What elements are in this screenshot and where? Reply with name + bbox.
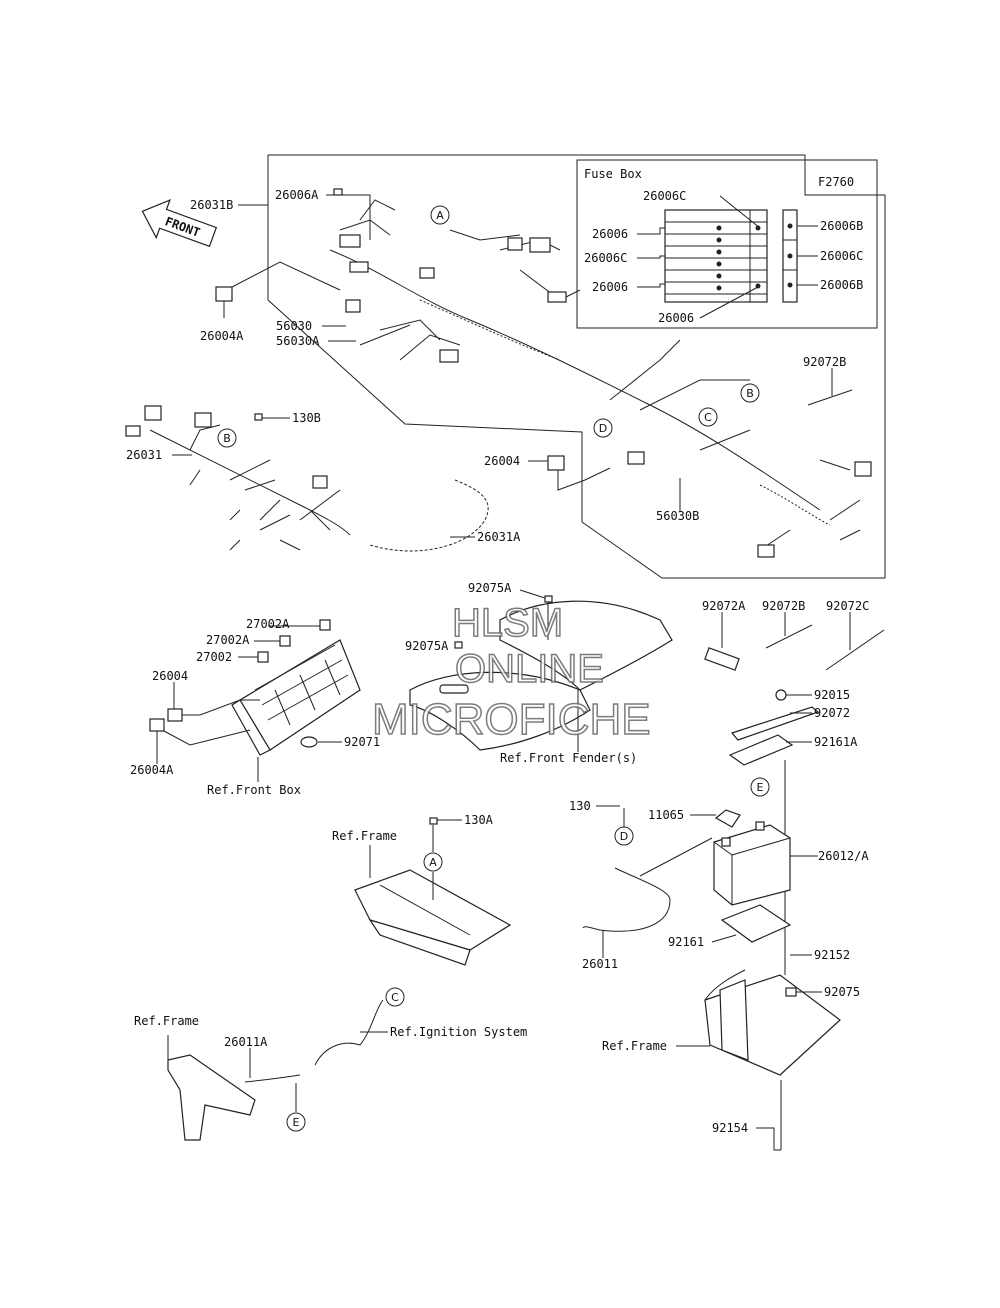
label-130B: 130B [292, 411, 321, 425]
ref-front-box: Ref.Front Box [207, 783, 301, 797]
label-92152: 92152 [814, 948, 850, 962]
label-26006A: 26006A [275, 188, 319, 202]
fuse-label-26006C-right: 26006C [820, 249, 863, 263]
label-26012A: 26012/A [818, 849, 869, 863]
label-26011A: 26011A [224, 1035, 268, 1049]
label-92072B-top: 92072B [803, 355, 846, 369]
harness-boundary [267, 154, 886, 579]
label-92071: 92071 [344, 735, 380, 749]
svg-text:D: D [599, 422, 607, 435]
label-92072B: 92072B [762, 599, 805, 613]
label-27002A-1: 27002A [246, 617, 290, 631]
callout-B-right: B [740, 383, 760, 403]
fuse-box-inset: Fuse Box 26006C 26006 26 [576, 159, 878, 329]
label-92072C: 92072C [826, 599, 869, 613]
ref-frame-left: Ref.Frame [134, 1014, 199, 1028]
battery-tray-frame: 92075 Ref.Frame 92154 [602, 969, 860, 1151]
sub-harness-26031: 26031 130B [125, 405, 351, 551]
fuse-label-26006C-top: 26006C [643, 189, 686, 203]
label-92161A: 92161A [814, 735, 858, 749]
label-92075: 92075 [824, 985, 860, 999]
callout-A-bottom: A [423, 852, 443, 872]
svg-text:E: E [293, 1116, 300, 1129]
label-92072A: 92072A [702, 599, 746, 613]
top-harness-labels: 26031B 26006A 26004A 56030 56030A [190, 188, 371, 348]
figure-code: F2760 [818, 175, 854, 189]
callout-E-top: E [750, 777, 770, 797]
battery-assembly: 92015 92072 92161A 26012/A 11065 92161 9… [648, 688, 869, 975]
label-27002: 27002 [196, 650, 232, 664]
fuse-label-26006B-bottom: 26006B [820, 278, 863, 292]
label-92075A-2: 92075A [405, 639, 449, 653]
label-56030B: 56030B [656, 509, 699, 523]
label-26004A-top: 26004A [200, 329, 244, 343]
label-26011: 26011 [582, 957, 618, 971]
ref-frame-mid: Ref.Frame [332, 829, 397, 843]
front-box: 27002A 27002A 27002 26004 26004A 92071 R… [130, 617, 380, 797]
svg-text:A: A [429, 856, 437, 869]
label-92015: 92015 [814, 688, 850, 702]
callout-D-top: D [593, 418, 613, 438]
fuse-box-title: Fuse Box [584, 167, 642, 181]
callout-C-top: C [698, 407, 718, 427]
ref-front-fender: Ref.Front Fender(s) [500, 751, 637, 765]
front-fenders: 92075A 92075A Ref.Front Fender(s) [405, 581, 673, 765]
callout-A-top: A [430, 205, 450, 225]
label-11065: 11065 [648, 808, 684, 822]
callout-markers: A A B B C C D D E E [217, 205, 770, 1132]
svg-text:MICROFICHE: MICROFICHE [372, 695, 651, 744]
svg-text:B: B [223, 432, 231, 445]
callout-D-bottom: D [614, 826, 634, 846]
frame-middle: 130A Ref.Frame [332, 813, 512, 966]
tie-92072B-top: 92072B [803, 355, 853, 406]
svg-text:B: B [746, 387, 754, 400]
label-56030A: 56030A [276, 334, 320, 348]
harness-26031A: 26031A [369, 479, 521, 552]
svg-text:C: C [391, 991, 399, 1004]
label-56030: 56030 [276, 319, 312, 333]
fuse-label-26006-b: 26006 [592, 280, 628, 294]
battery-cable-26011: 130 26011 [569, 799, 713, 971]
label-26031: 26031 [126, 448, 162, 462]
label-92161: 92161 [668, 935, 704, 949]
callout-B-left: B [217, 428, 237, 448]
svg-text:D: D [620, 830, 628, 843]
label-26004-mid: 26004 [484, 454, 520, 468]
svg-text:E: E [757, 781, 764, 794]
callout-E-bottom: E [286, 1112, 306, 1132]
label-92154: 92154 [712, 1121, 748, 1135]
label-92075A-1: 92075A [468, 581, 512, 595]
fuse-label-26006-bottom: 26006 [658, 311, 694, 325]
watermark: HLSM ONLINE MICROFICHE [371, 600, 651, 745]
svg-text:C: C [704, 411, 712, 424]
svg-text:ONLINE: ONLINE [455, 647, 604, 691]
fuse-label-26006C-mid: 26006C [584, 251, 627, 265]
ref-ignition: Ref.Ignition System [390, 1025, 527, 1039]
cable-ties: 92072A 92072B 92072C [702, 599, 885, 671]
ref-frame-right: Ref.Frame [602, 1039, 667, 1053]
fuse-label-26006-a: 26006 [592, 227, 628, 241]
label-130A: 130A [464, 813, 494, 827]
connector-26004-group: 26004 56030B [484, 454, 699, 523]
label-130: 130 [569, 799, 591, 813]
svg-text:HLSM: HLSM [452, 601, 563, 645]
svg-text:A: A [436, 209, 444, 222]
frame-left: Ref.Frame 26011A Ref.Ignition System [134, 999, 527, 1141]
label-26004-left: 26004 [152, 669, 188, 683]
label-26031A: 26031A [477, 530, 521, 544]
fuse-label-26006B-top: 26006B [820, 219, 863, 233]
label-26004A-left: 26004A [130, 763, 174, 777]
callout-C-bottom: C [385, 987, 405, 1007]
label-92072: 92072 [814, 706, 850, 720]
label-26031B: 26031B [190, 198, 233, 212]
label-27002A-2: 27002A [206, 633, 250, 647]
